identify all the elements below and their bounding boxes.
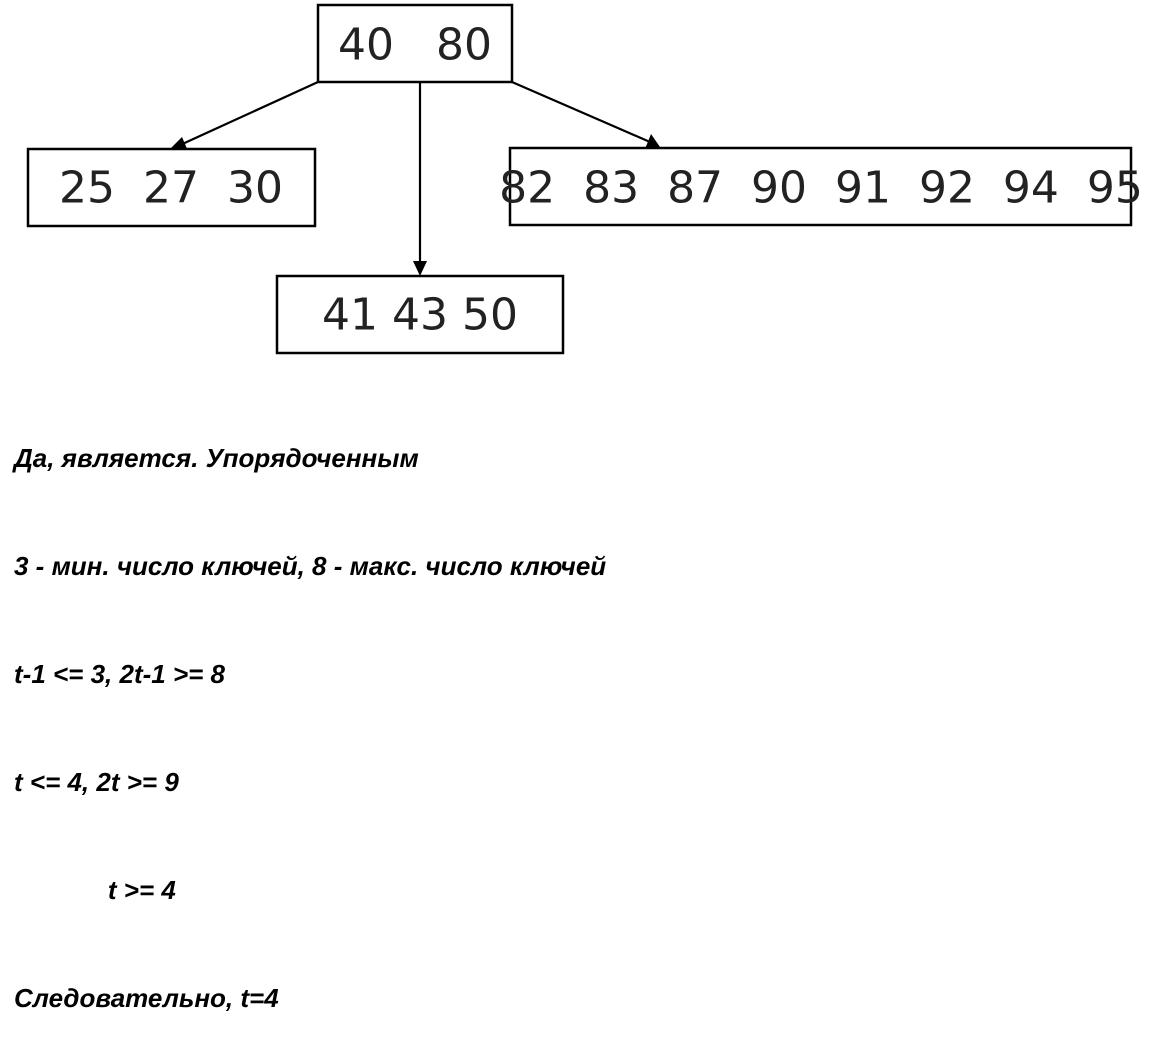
edge-root-to-left (177, 80, 319, 148)
arrowhead-right (645, 134, 660, 149)
edge-root-to-right (511, 80, 651, 144)
note-line-1: Да, является. Упорядоченным (14, 443, 419, 473)
middle-child-node: 41 43 50 (275, 274, 565, 355)
b-tree-diagram: 40 80 25 27 30 82 83 87 90 91 92 94 95 4… (26, 3, 1143, 355)
right-child-keys: 82 83 87 90 91 92 94 95 (499, 163, 1143, 214)
arrowhead-middle (413, 261, 427, 276)
right-child-node: 82 83 87 90 91 92 94 95 (499, 146, 1143, 227)
root-node-keys: 40 80 (338, 20, 492, 71)
middle-child-keys: 41 43 50 (322, 290, 518, 341)
note-line-2: 3 - мин. число ключей, 8 - макс. число к… (14, 551, 607, 581)
arrowhead-left (168, 137, 188, 151)
left-child-keys: 25 27 30 (59, 163, 283, 214)
note-line-3: t-1 <= 3, 2t-1 >= 8 (14, 659, 226, 689)
root-node: 40 80 (316, 3, 514, 84)
left-child-node: 25 27 30 (26, 147, 317, 228)
note-line-4: t <= 4, 2t >= 9 (14, 767, 179, 797)
answer-notes: Да, является. Упорядоченным 3 - мин. чис… (14, 368, 606, 1052)
note-line-5: t >= 4 (14, 875, 176, 905)
note-line-6: Следовательно, t=4 (14, 983, 279, 1013)
